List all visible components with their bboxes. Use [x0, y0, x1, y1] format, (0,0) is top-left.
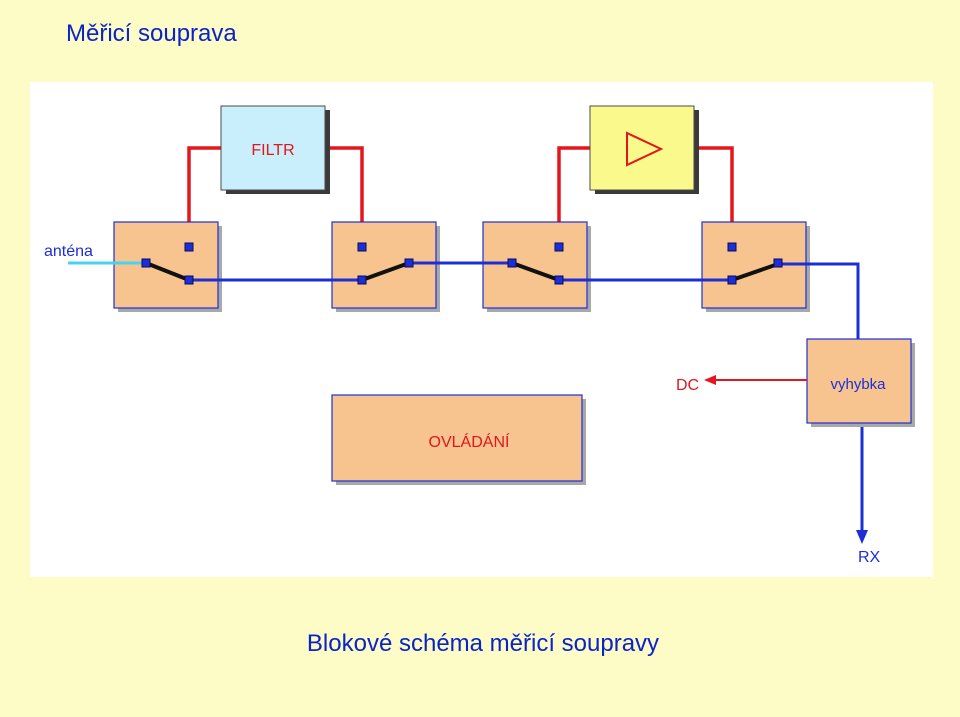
control-label: OVLÁDÁNÍ: [429, 432, 510, 451]
switch-box-4: [701, 221, 810, 312]
switch-box-1: [113, 221, 222, 312]
amplifier-block: [589, 105, 699, 194]
dc-arrowhead-icon: [704, 375, 716, 385]
rx-label: RX: [858, 549, 881, 566]
switch-block: vyhybka: [806, 338, 915, 427]
antenna-label: anténa: [44, 243, 93, 260]
filter-block: FILTR: [220, 105, 330, 194]
filter-label: FILTR: [251, 142, 294, 159]
switch-block-label: vyhybka: [830, 376, 886, 393]
signal-path: [189, 261, 864, 532]
switch-box-2: [331, 221, 440, 312]
rx-arrowhead-icon: [856, 530, 868, 544]
switch-box-3: [482, 221, 591, 312]
control-block: OVLÁDÁNÍ: [331, 394, 586, 485]
switch-contacts: [141, 242, 783, 285]
switch-blades: [144, 261, 780, 282]
dc-label: DC: [676, 377, 699, 394]
diagram-panel: [30, 82, 933, 577]
amplifier-triangle-icon: [626, 131, 664, 167]
slide-title: Měřicí souprava: [66, 20, 237, 47]
red-wires: [187, 146, 734, 247]
diagram-caption: Blokové schéma měřicí soupravy: [306, 630, 660, 657]
